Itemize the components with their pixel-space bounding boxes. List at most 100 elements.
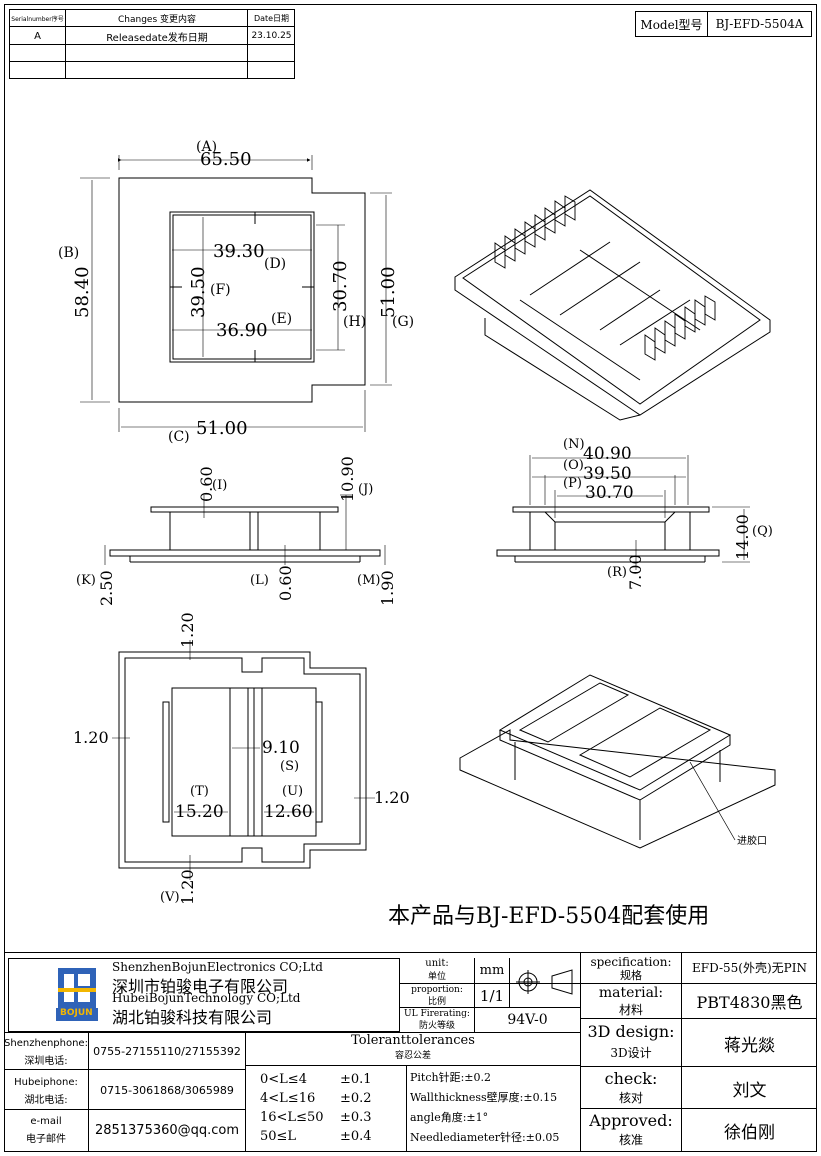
tolerance-title-cn: 容忍公差 — [394, 1050, 431, 1061]
dim-k-tag: (K) — [76, 573, 96, 588]
dim-left-value: 1.20 — [73, 728, 109, 747]
unit-label-cn: 单位 — [427, 972, 446, 982]
dim-d-tag: (D) — [264, 256, 287, 272]
hb-phone-label-en: Hubeiphone: — [14, 1076, 78, 1088]
dim-p-tag: (P) — [563, 476, 582, 491]
dim-g-tag: (G) — [392, 314, 415, 330]
dim-d-value: 39.30 — [213, 241, 265, 262]
revision-table-grid — [9, 9, 295, 79]
hb-phone-label-cn: 湖北电话: — [24, 1094, 68, 1106]
dim-a-tag: (A) — [196, 139, 218, 155]
dim-top-value: 1.20 — [178, 612, 197, 648]
check-label-en: check: — [604, 1068, 658, 1088]
dim-o-value: 39.50 — [583, 464, 632, 484]
company-cn-1: 深圳市铂骏电子有限公司 — [112, 977, 289, 996]
company-cn-2: 湖北铂骏科技有限公司 — [112, 1008, 273, 1027]
dim-j-tag: (J) — [358, 482, 374, 497]
dim-b-value: 58.40 — [72, 266, 93, 318]
range-text: 16<L≤50 — [260, 1110, 324, 1125]
model-box: Model型号 BJ-EFD-5504A — [635, 11, 812, 37]
sz-phone-label-en: Shenzhenphone: — [4, 1037, 88, 1049]
approved-label-cn: 核准 — [618, 1133, 643, 1147]
logo-text: BOJUN — [60, 1008, 93, 1018]
dim-v-value: 1.20 — [178, 869, 197, 905]
proportion-value: 1/1 — [479, 986, 505, 1005]
model-label: Model型号 — [636, 12, 708, 36]
tolerance-title-en: Toleranttolerances — [351, 1033, 475, 1048]
range-text: 50≤L — [260, 1129, 297, 1144]
dim-h-value: 30.70 — [330, 260, 351, 312]
material-label-en: material: — [598, 985, 664, 1001]
proportion-label-en: proportion: — [411, 984, 463, 995]
dim-f-tag: (F) — [210, 282, 231, 298]
angle-tolerance: angle角度:±1° — [410, 1111, 489, 1124]
tol-text: ±0.1 — [340, 1072, 372, 1087]
model-value: BJ-EFD-5504A — [715, 17, 804, 31]
dim-n-tag: (N) — [563, 437, 585, 452]
dim-u-value: 12.60 — [264, 802, 313, 822]
dim-s-value: 9.10 — [262, 738, 300, 758]
dim-c-tag: (C) — [168, 429, 190, 445]
bojun-logo: BOJUN — [56, 966, 98, 1022]
range-text: 0<L≤4 — [260, 1072, 307, 1087]
title-block-grid — [4, 952, 817, 1152]
dim-c-value: 51.00 — [196, 418, 248, 439]
dim-a-value: 65.50 — [200, 149, 252, 170]
dim-f-value: 39.50 — [188, 266, 209, 318]
dim-h-tag: (H) — [343, 314, 367, 330]
tolerance-range-row: 50≤L ±0.4 — [260, 1127, 372, 1146]
dim-b-tag: (B) — [58, 245, 80, 261]
iso-view-bottom — [459, 674, 776, 849]
email-label-en: e-mail — [30, 1115, 62, 1127]
dim-t-value: 15.20 — [175, 802, 224, 822]
revision-table: Serialnumber序号 Changes 变更内容 Date日期 A Rel… — [9, 9, 295, 79]
dim-right-value: 1.20 — [374, 788, 410, 807]
design-label-cn: 3D设计 — [610, 1045, 652, 1060]
dim-k-value: 2.50 — [97, 570, 116, 606]
unit-value: mm — [479, 963, 505, 978]
needle-tolerance: Needlediameter针径:±0.05 — [410, 1131, 560, 1144]
material-label-cn: 材料 — [618, 1002, 643, 1017]
company-en-1: ShenzhenBojunElectronics CO;Ltd — [112, 960, 323, 974]
design-label-en: 3D design: — [587, 1021, 675, 1041]
check-label-cn: 核对 — [618, 1091, 643, 1105]
dim-r-value: 7.00 — [626, 554, 645, 590]
top-view — [80, 155, 392, 432]
dim-e-value: 36.90 — [216, 320, 268, 341]
title-block: BOJUN ShenzhenBojunElectronics CO;Ltd 深圳… — [4, 952, 817, 1152]
sz-phone-value: 0755-27155110/27155392 — [93, 1044, 241, 1058]
rev-header-serial: Serialnumber序号 — [11, 15, 64, 23]
email-value: 2851375360@qq.com — [94, 1122, 240, 1138]
rev-header-date: Date日期 — [253, 13, 290, 23]
dim-i-tag: (I) — [212, 478, 228, 493]
dim-p-value: 30.70 — [585, 483, 634, 503]
dim-l-value: 0.60 — [276, 565, 295, 601]
fire-value: 94V-0 — [507, 1012, 548, 1028]
bottom-view — [112, 640, 375, 880]
dim-o-tag: (O) — [563, 458, 584, 473]
email-label-cn: 电子邮件 — [26, 1133, 66, 1145]
wall-tolerance: Wallthickness壁厚度:±0.15 — [410, 1091, 558, 1104]
dim-j-value: 10.90 — [338, 456, 357, 502]
tol-text: ±0.2 — [340, 1091, 372, 1106]
tolerance-range-row: 16<L≤50±0.3 — [260, 1108, 372, 1127]
dim-l-tag: (L) — [250, 573, 269, 588]
tolerance-range-row: 4<L≤16±0.2 — [260, 1089, 372, 1108]
projection-symbol — [516, 969, 573, 995]
tolerance-extra: Pitch针距:±0.2 Wallthickness壁厚度:±0.15 angl… — [410, 1068, 559, 1148]
material-value: PBT4830黑色 — [696, 993, 803, 1012]
tolerance-range-row: 0<L≤4 ±0.1 — [260, 1070, 372, 1089]
dim-m-value: 1.90 — [378, 570, 397, 606]
side-view-right — [496, 455, 750, 570]
dim-v-tag: (V) — [160, 890, 180, 905]
dim-q-tag: (Q) — [752, 524, 773, 539]
tol-text: ±0.4 — [340, 1129, 372, 1144]
dim-q-value: 14.00 — [733, 514, 752, 560]
dim-g-value: 51.00 — [378, 266, 399, 318]
check-value: 刘文 — [732, 1080, 767, 1101]
dim-r-tag: (R) — [607, 565, 627, 580]
spec-label-cn: 规格 — [620, 969, 642, 982]
dim-s-tag: (S) — [280, 759, 300, 774]
bojun-logo-icon — [56, 968, 98, 1021]
fire-label-cn: 防火等级 — [418, 1021, 455, 1031]
